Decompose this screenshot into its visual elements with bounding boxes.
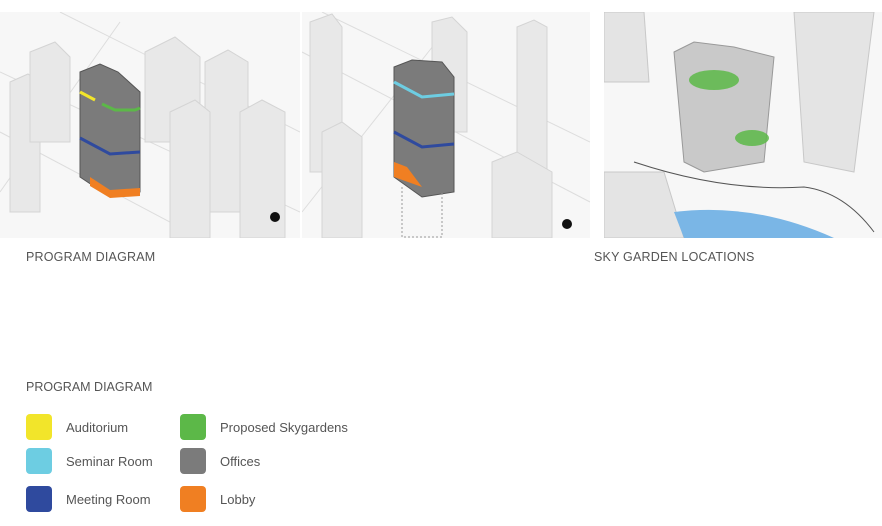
legend-label: Seminar Room [66,453,153,469]
legend-label: Auditorium [66,419,129,435]
lobby-swatch [180,486,206,512]
axonometric-diagram-1 [0,12,300,238]
north-arrow-icon [562,219,572,229]
sky-garden-view [604,12,882,238]
legend-label: Offices [220,453,261,469]
sky-garden-rendering [604,12,875,238]
program-diagram-view-1 [0,12,300,238]
legend-item-offices: Offices [180,448,260,474]
legend-label: Lobby [220,491,256,507]
legend-item-meeting-room: Meeting Room [26,486,151,512]
meeting-room-swatch [26,486,52,512]
legend-item-lobby: Lobby [180,486,255,512]
legend-item-auditorium: Auditorium [26,414,128,440]
auditorium-swatch [26,414,52,440]
legend-item-seminar-room: Seminar Room [26,448,153,474]
legend-label: Proposed Skygardens [220,419,348,435]
program-diagram-view-2 [302,12,590,238]
legend-label: Meeting Room [66,491,151,507]
north-arrow-icon [270,212,280,222]
axonometric-diagram-2 [302,12,590,238]
legend-title: PROGRAM DIAGRAM [26,380,153,394]
offices-swatch [180,448,206,474]
legend-item-proposed-skygardens: Proposed Skygardens [180,414,348,440]
caption-program-diagram: PROGRAM DIAGRAM [26,250,156,264]
skygardens-swatch [180,414,206,440]
caption-sky-garden-locations: SKY GARDEN LOCATIONS [594,250,755,264]
seminar-room-swatch [26,448,52,474]
